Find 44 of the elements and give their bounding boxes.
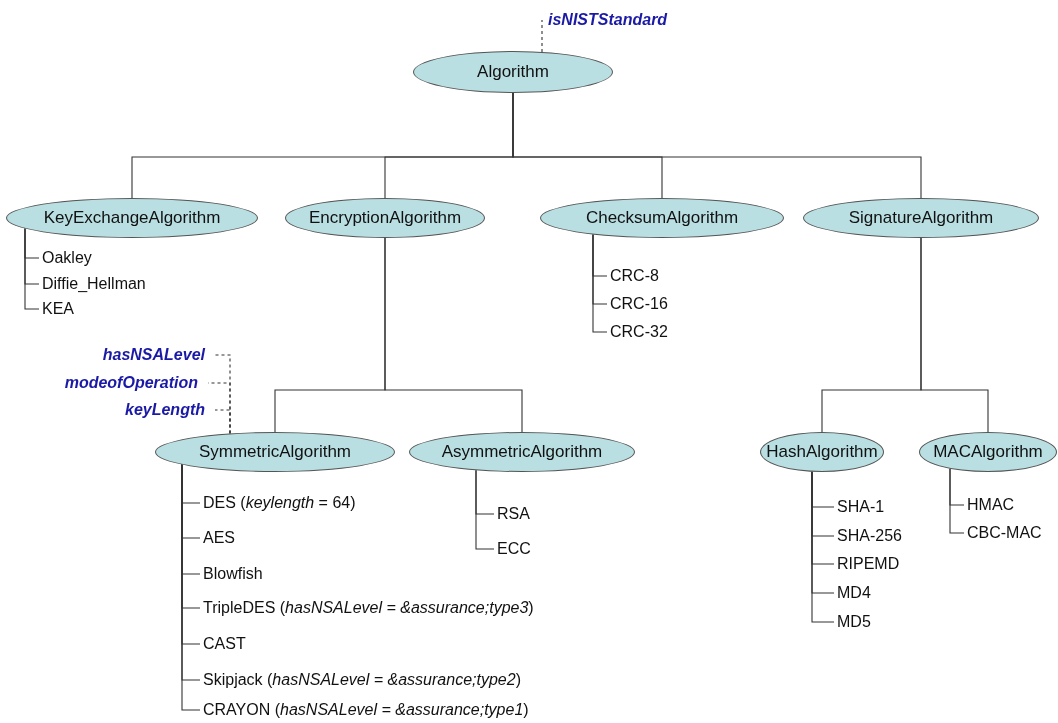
subclass-label: RIPEMD [837,554,900,574]
subclass-label: MD4 [837,583,871,603]
subclass-label: RSA [497,504,530,524]
tree-connector [384,237,523,433]
tree-connector [949,468,965,534]
tree-connector [811,471,835,623]
subclass-label: HMAC [967,495,1015,515]
class-name: ChecksumAlgorithm [585,208,739,228]
class-name: AsymmetricAlgorithm [441,442,603,462]
class-name: MACAlgorithm [933,442,1043,462]
subclass-label: CRAYON (hasNSALevel = &assurance;type1) [203,700,529,720]
class-name: SignatureAlgorithm [848,208,994,228]
tree-connector [512,92,922,199]
tree-connector [592,233,608,333]
class-name: HashAlgorithm [766,442,878,462]
class-name: KeyExchangeAlgorithm [43,208,221,228]
property-label: modeofOperation [64,373,198,393]
subclass-label: AES [203,528,235,548]
subclass-label: Skipjack (hasNSALevel = &assurance;type2) [203,670,521,690]
property-label: hasNSALevel [102,345,205,365]
subclass-label: Diffie_Hellman [42,274,146,294]
class-name: EncryptionAlgorithm [308,208,462,228]
subclass-label: SHA-256 [837,526,902,546]
class-ellipse [919,432,1057,472]
subclass-label: SHA-1 [837,497,885,517]
subclass-label: MD5 [837,612,871,632]
dashed-connector [541,19,543,53]
subclass-label: DES (keylength = 64) [203,493,356,513]
subclass-label: Blowfish [203,564,263,584]
subclass-label: CRC-8 [610,266,659,286]
property-label: isNISTStandard [548,10,668,30]
subclass-label: Oakley [42,248,92,268]
subclass-label: CBC-MAC [967,523,1042,543]
tree-connector [24,228,40,310]
subclass-label: CRC-16 [610,294,668,314]
subclass-label: KEA [42,299,74,319]
subclass-label: TripleDES (hasNSALevel = &assurance;type3) [203,598,534,618]
subclass-label: CAST [203,634,246,654]
property-label: keyLength [125,400,205,420]
class-name: SymmetricAlgorithm [198,442,352,462]
tree-connector [920,237,989,433]
subclass-label: ECC [497,539,531,559]
subclass-label: CRC-32 [610,322,668,342]
class-name: Algorithm [477,62,549,82]
